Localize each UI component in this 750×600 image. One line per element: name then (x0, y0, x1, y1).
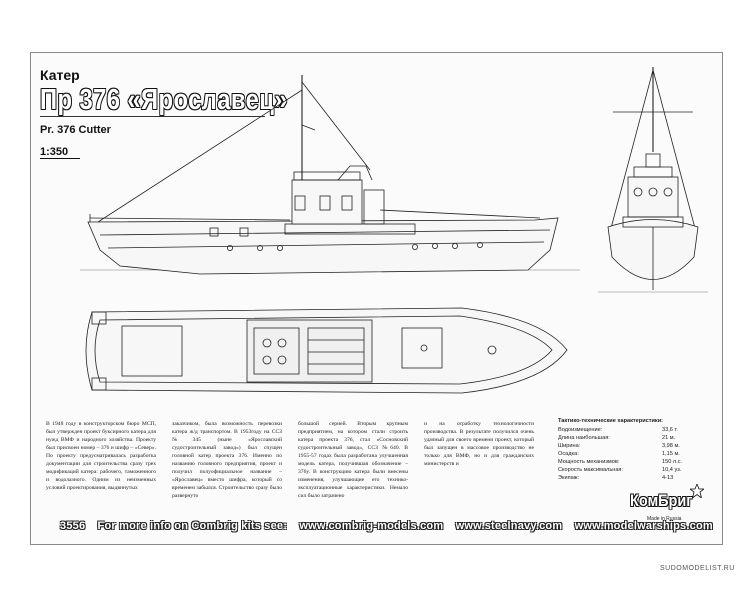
spec-value: 21 м. (662, 435, 676, 441)
spec-label: Водоизмещение: (558, 427, 603, 433)
more-info-text: For more info on Combrig kits see: (97, 520, 288, 532)
scale-label: 1:350 (40, 146, 69, 158)
spec-label: Ширина: (558, 443, 581, 449)
scale-rule (40, 158, 80, 159)
combrig-logo: КомБриг (630, 491, 693, 510)
star-icon (690, 484, 704, 498)
made-in-label: Made in Russia (647, 516, 682, 522)
spec-label: Осадка: (558, 451, 579, 457)
spec-value: 33,6 т. (662, 427, 678, 433)
page-title: Пр 376 «Ярославец» (40, 84, 288, 116)
spec-value: 10,4 уз. (662, 467, 682, 473)
spec-value: 4-13 (662, 475, 674, 481)
deck-plan-drawing (85, 307, 568, 394)
title-rule (40, 116, 265, 117)
spec-label: Длина наибольшая: (558, 435, 610, 441)
article-column-4: и на отработку технологичности производс… (424, 421, 534, 467)
spec-row: Экипаж: 4-13 (558, 474, 688, 482)
modelwarships-link[interactable]: www.modelwarships.com (574, 520, 713, 532)
kit-code: 3556 (60, 520, 86, 532)
spec-row: Ширина: 3,98 м. (558, 442, 688, 450)
vessel-type: Катер (40, 67, 80, 83)
english-subtitle: Pr. 376 Cutter (40, 124, 111, 136)
combrig-link[interactable]: www.combrig-models.com (299, 520, 444, 532)
spec-label: Экипаж: (558, 475, 580, 481)
spec-row: Скорость максимальная: 10,4 уз. (558, 466, 688, 474)
spec-row: Водоизмещение: 33,6 т. (558, 426, 688, 434)
spec-row: Длина наибольшая: 21 м. (558, 434, 688, 442)
spec-row: Осадка: 1,15 м. (558, 450, 688, 458)
article-column-3: большой серией. Вторым крупным предприят… (298, 421, 408, 499)
watermark-credit: SUDOMODELIST.RU (660, 565, 735, 572)
spec-label: Скорость максимальная: (558, 467, 624, 473)
front-view-drawing (598, 67, 708, 293)
steelnavy-link[interactable]: www.steelnavy.com (455, 520, 563, 532)
spec-label: Мощность механизмов: (558, 459, 620, 465)
drawing-sheet (30, 52, 723, 545)
spec-value: 3,98 м. (662, 443, 680, 449)
specifications-table: Тактико-технические характеристики: Водо… (558, 418, 688, 482)
article-column-2: заказчиком, была возможность перевозки к… (172, 421, 282, 499)
spec-row: Мощность механизмов: 150 л.с. (558, 458, 688, 466)
footer-bar: 3556 For more info on Combrig kits see: … (60, 520, 722, 532)
specifications-title: Тактико-технические характеристики: (558, 418, 664, 424)
spec-value: 1,15 м. (662, 451, 680, 457)
spec-value: 150 л.с. (662, 459, 683, 465)
article-column-1: В 1948 году в конструкторском бюро МСП, … (46, 421, 156, 491)
side-profile-drawing (80, 75, 580, 275)
